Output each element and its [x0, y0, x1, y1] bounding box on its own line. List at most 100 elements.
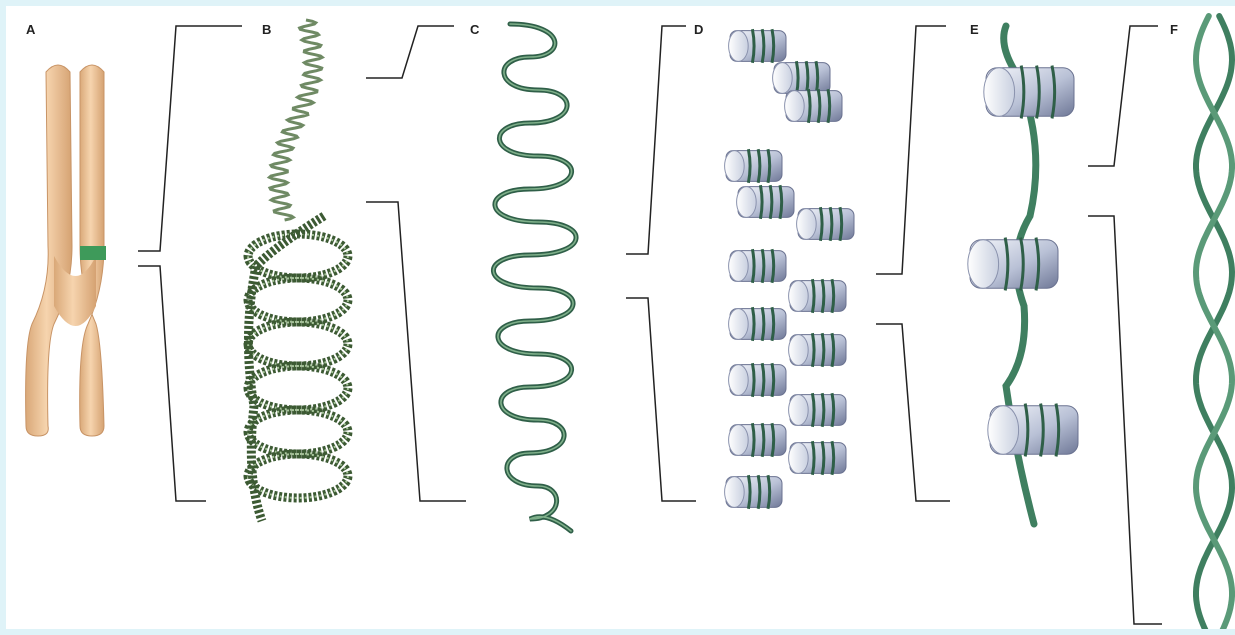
bracket-line-10: [1088, 216, 1162, 624]
solenoid-nucleosome-9-wrap-1: [752, 307, 754, 341]
looped-chromatin-strand: [493, 24, 576, 531]
nucleosome-3: [988, 404, 1078, 457]
helix-strand-2: [1196, 16, 1232, 629]
solenoid-nucleosome-1-wrap-2: [762, 29, 764, 63]
nucleosome-1: [984, 66, 1074, 119]
thin-coil-strand: [270, 20, 323, 220]
solenoid-nucleosome-10-wrap-2: [822, 333, 824, 367]
panel-d-solenoid: [725, 29, 854, 509]
solenoid-nucleosome-2-wrap-1: [796, 61, 798, 95]
solenoid-nucleosome-4: [725, 149, 782, 183]
solenoid-nucleosome-7-wrap-3: [772, 249, 774, 283]
solenoid-nucleosome-13-wrap-3: [772, 423, 774, 457]
solenoid-nucleosome-1-wrap-1: [752, 29, 754, 63]
solenoid-nucleosome-8-wrap-1: [812, 279, 814, 313]
solenoid-nucleosome-15-wrap-3: [768, 475, 770, 509]
solenoid-nucleosome-14-wrap-1: [812, 441, 814, 475]
solenoid-nucleosome-4-wrap-3: [768, 149, 770, 183]
marked-band: [80, 246, 106, 260]
solenoid-nucleosome-8-wrap-3: [832, 279, 834, 313]
bracket-line-3: [366, 26, 454, 78]
solenoid-nucleosome-1-face: [729, 31, 749, 62]
solenoid-nucleosome-5-face: [737, 187, 757, 218]
bracket-line-8: [876, 324, 950, 501]
solenoid-nucleosome-11-wrap-2: [762, 363, 764, 397]
solenoid-nucleosome-3-wrap-1: [808, 89, 810, 123]
solenoid-nucleosome-3-wrap-2: [818, 89, 820, 123]
solenoid-nucleosome-6: [797, 207, 854, 241]
panel-e-nucleosomes: [968, 26, 1078, 524]
solenoid-nucleosome-5: [737, 185, 794, 219]
nucleosome-2-face: [968, 240, 999, 288]
solenoid-nucleosome-15-wrap-1: [748, 475, 750, 509]
solenoid-nucleosome-3: [785, 89, 842, 123]
solenoid-nucleosome-7-wrap-1: [752, 249, 754, 283]
bracket-line-1: [138, 26, 242, 251]
nucleosome-2: [968, 238, 1058, 291]
solenoid-nucleosome-10: [789, 333, 846, 367]
solenoid-nucleosome-13-face: [729, 425, 749, 456]
solenoid-nucleosome-3-wrap-3: [828, 89, 830, 123]
solenoid-nucleosome-12-wrap-3: [832, 393, 834, 427]
solenoid-nucleosome-4-wrap-1: [748, 149, 750, 183]
solenoid-nucleosome-11-wrap-1: [752, 363, 754, 397]
solenoid-nucleosome-3-face: [785, 91, 805, 122]
solenoid-nucleosome-5-wrap-3: [780, 185, 782, 219]
solenoid-nucleosome-4-face: [725, 151, 745, 182]
solenoid-nucleosome-1-wrap-3: [772, 29, 774, 63]
solenoid-nucleosome-12-wrap-2: [822, 393, 824, 427]
solenoid-nucleosome-9-wrap-2: [762, 307, 764, 341]
solenoid-nucleosome-13: [729, 423, 786, 457]
solenoid-nucleosome-4-wrap-2: [758, 149, 760, 183]
bracket-line-4: [366, 202, 466, 501]
solenoid-nucleosome-7-face: [729, 251, 749, 282]
panel-label-a: A: [26, 22, 35, 37]
solenoid-nucleosome-5-wrap-1: [760, 185, 762, 219]
solenoid-nucleosome-12: [789, 393, 846, 427]
panel-c-looped-fiber: [493, 24, 576, 531]
solenoid-nucleosome-7-wrap-2: [762, 249, 764, 283]
panel-label-f: F: [1170, 22, 1178, 37]
solenoid-nucleosome-6-wrap-2: [830, 207, 832, 241]
solenoid-nucleosome-14-wrap-3: [832, 441, 834, 475]
bracket-line-6: [626, 298, 696, 501]
panel-a-chromosome: [26, 65, 106, 436]
solenoid-nucleosome-9-wrap-3: [772, 307, 774, 341]
solenoid-nucleosome-12-wrap-1: [812, 393, 814, 427]
solenoid-nucleosome-2: [773, 61, 830, 95]
diagram-canvas: [6, 6, 1235, 629]
solenoid-nucleosome-11-face: [729, 365, 749, 396]
solenoid-nucleosome-1: [729, 29, 786, 63]
solenoid-nucleosome-13-wrap-1: [752, 423, 754, 457]
bracket-line-5: [626, 26, 686, 254]
panel-label-d: D: [694, 22, 703, 37]
panel-label-b: B: [262, 22, 271, 37]
solenoid-nucleosome-11: [729, 363, 786, 397]
solenoid-nucleosome-12-face: [789, 395, 809, 426]
solenoid-nucleosome-8-wrap-2: [822, 279, 824, 313]
solenoid-nucleosome-7: [729, 249, 786, 283]
chromosome-left-chromatid: [26, 65, 72, 436]
panel-label-c: C: [470, 22, 479, 37]
solenoid-nucleosome-14-face: [789, 443, 809, 474]
solenoid-nucleosome-10-wrap-3: [832, 333, 834, 367]
solenoid-nucleosome-14-wrap-2: [822, 441, 824, 475]
bracket-line-9: [1088, 26, 1158, 166]
solenoid-nucleosome-13-wrap-2: [762, 423, 764, 457]
solenoid-nucleosome-15: [725, 475, 782, 509]
solenoid-nucleosome-14: [789, 441, 846, 475]
solenoid-nucleosome-8-face: [789, 281, 809, 312]
panel-b-coiled-fiber: [248, 20, 348, 521]
solenoid-nucleosome-6-face: [797, 209, 817, 240]
solenoid-nucleosome-8: [789, 279, 846, 313]
solenoid-nucleosome-10-face: [789, 335, 809, 366]
solenoid-nucleosome-6-wrap-3: [840, 207, 842, 241]
solenoid-nucleosome-10-wrap-1: [812, 333, 814, 367]
bracket-line-7: [876, 26, 946, 274]
solenoid-nucleosome-5-wrap-2: [770, 185, 772, 219]
chromatin-packing-diagram: A B C D E F: [6, 6, 1235, 629]
solenoid-nucleosome-2-face: [773, 63, 793, 94]
nucleosome-3-face: [988, 406, 1019, 454]
solenoid-nucleosome-9: [729, 307, 786, 341]
bracket-line-2: [138, 266, 206, 501]
